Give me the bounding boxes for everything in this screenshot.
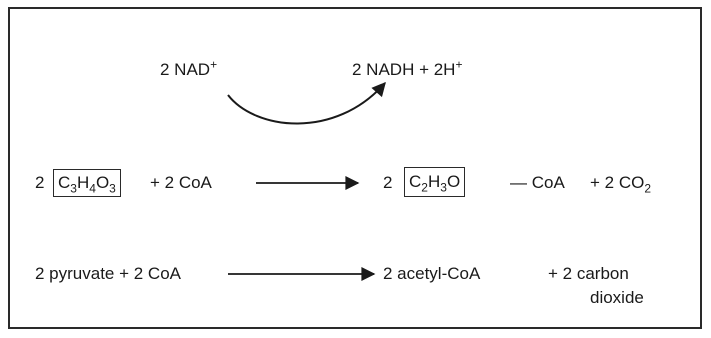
diagram-frame (8, 7, 702, 329)
carbon-label: + 2 carbon (548, 264, 629, 283)
f1-oxygen: O (95, 173, 110, 192)
f1-hydrogen: H (76, 173, 90, 192)
f2-hydrogen-count: 3 (440, 180, 447, 195)
f2-carbon-count: 2 (421, 180, 428, 195)
f1-oxygen-count: 3 (109, 181, 116, 196)
co2-sub: 2 (644, 181, 652, 196)
f2-hydrogen: H (427, 172, 441, 191)
co2-label: + 2 CO2 (590, 173, 652, 196)
f1-hydrogen-count: 4 (89, 181, 96, 196)
nad-text: 2 NAD (160, 60, 211, 79)
nad-label: 2 NAD+ (160, 57, 218, 80)
plus-coa-label: + 2 CoA (150, 173, 212, 192)
coef-left: 2 (35, 173, 45, 192)
co2-text: + 2 CO (590, 173, 645, 192)
pyruvate-coa-label: 2 pyruvate + 2 CoA (35, 264, 182, 283)
f2-oxygen: O (446, 172, 461, 191)
acetyl-coa-label: 2 acetyl-CoA (383, 264, 481, 283)
pyruvate-formula-box: C3H4O3 (53, 169, 121, 197)
nad-charge: + (210, 57, 218, 72)
coef-right: 2 (383, 173, 393, 192)
cofactor-curved-arrow (227, 81, 386, 125)
dioxide-label: dioxide (590, 288, 644, 307)
f2-carbon: C (409, 172, 422, 191)
nadh-charge: + (455, 57, 463, 72)
nadh-text: 2 NADH + 2H (352, 60, 456, 79)
dash-coa-label: — CoA (510, 173, 565, 192)
acetyl-formula-box: C2H3O (404, 167, 466, 197)
f1-carbon: C (58, 173, 71, 192)
nadh-label: 2 NADH + 2H+ (352, 57, 463, 80)
f1-carbon-count: 3 (70, 181, 77, 196)
